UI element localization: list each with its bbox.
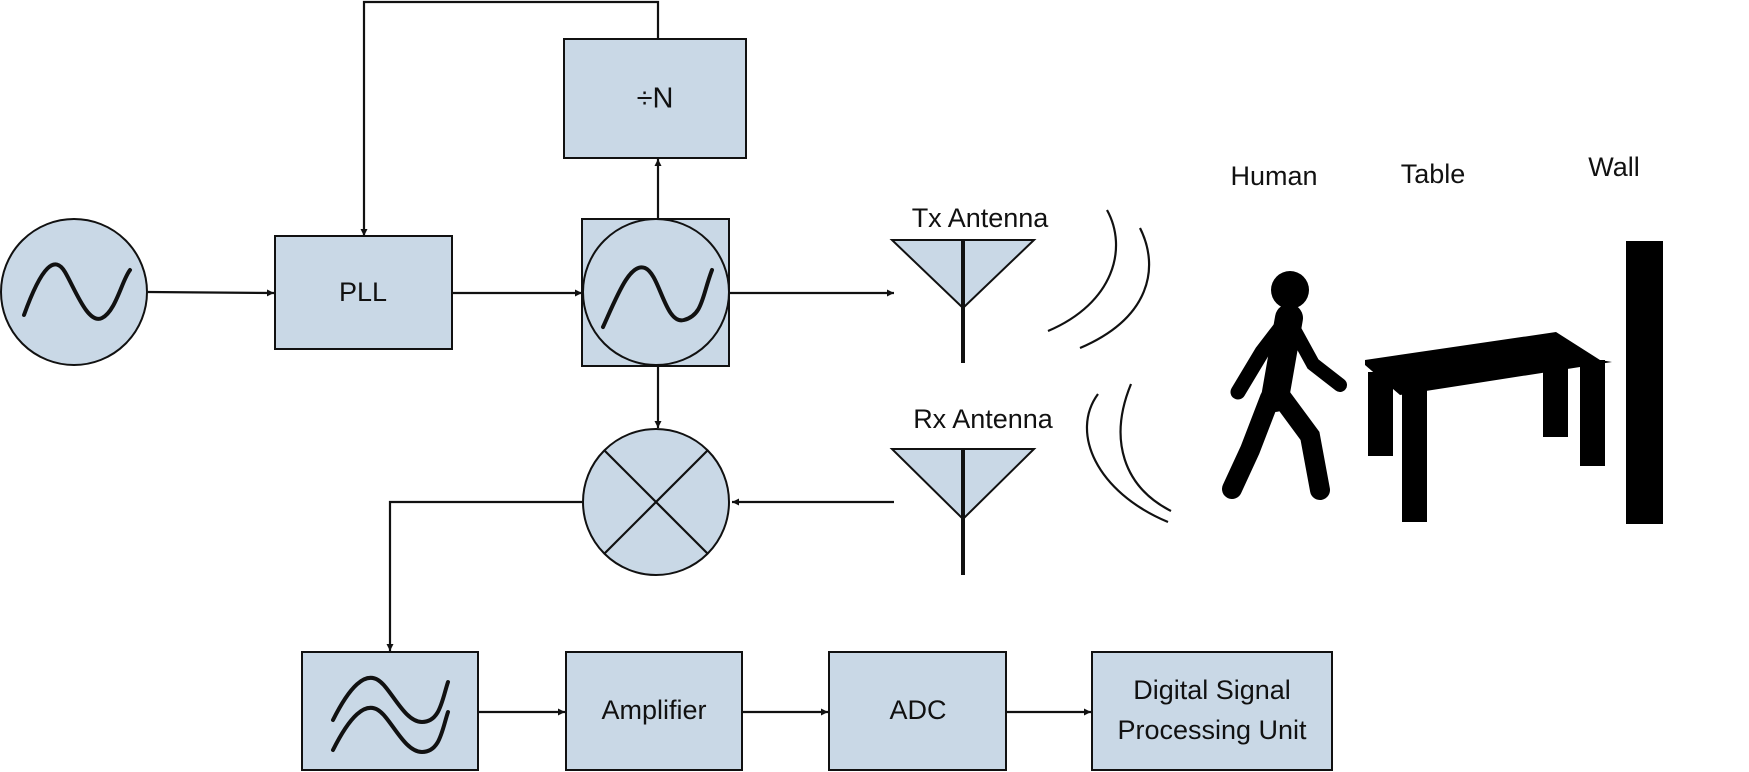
pll-block: PLL (274, 235, 453, 350)
filter-wave-icon (331, 675, 450, 754)
dsp-block: Digital Signal Processing Unit (1091, 651, 1333, 771)
human-target: Human (1222, 161, 1347, 500)
wire-ref-osc-to-pll (147, 289, 275, 297)
table-icon (1365, 332, 1612, 522)
amplifier-label: Amplifier (601, 695, 706, 725)
rx-antenna: Rx Antenna (889, 404, 1054, 575)
mixer (582, 428, 730, 576)
reference-oscillator (0, 218, 148, 366)
table-target: Table (1365, 159, 1612, 522)
tx-antenna: Tx Antenna (889, 203, 1050, 363)
pll-label: PLL (339, 277, 387, 307)
vco-block (581, 218, 730, 367)
amplifier-block: Amplifier (565, 651, 743, 771)
adc-label: ADC (889, 695, 946, 725)
wire-divider-feedback-to-pll (360, 0, 660, 236)
rx-antenna-label: Rx Antenna (913, 404, 1054, 434)
wall-target: Wall (1588, 152, 1663, 524)
wire-mixer-to-filter (386, 500, 582, 651)
adc-block: ADC (828, 651, 1007, 771)
divider-label: ÷N (637, 83, 674, 115)
vco-sine-wave-icon (601, 265, 714, 329)
wall-icon (1626, 241, 1663, 524)
dsp-label-line2: Processing Unit (1117, 715, 1307, 745)
table-label: Table (1401, 159, 1466, 189)
tx-antenna-label: Tx Antenna (912, 203, 1050, 233)
filter-block (301, 651, 479, 771)
wall-label: Wall (1588, 152, 1640, 182)
sine-wave-icon (22, 262, 132, 321)
dsp-label-line1: Digital Signal (1133, 675, 1291, 705)
frequency-divider-block: ÷N (563, 38, 747, 159)
walking-person-icon (1222, 271, 1347, 500)
transmitted-waves-icon (1047, 209, 1151, 350)
received-waves-icon (1085, 383, 1172, 524)
signal-wires (147, 0, 1091, 716)
human-label: Human (1230, 161, 1317, 191)
